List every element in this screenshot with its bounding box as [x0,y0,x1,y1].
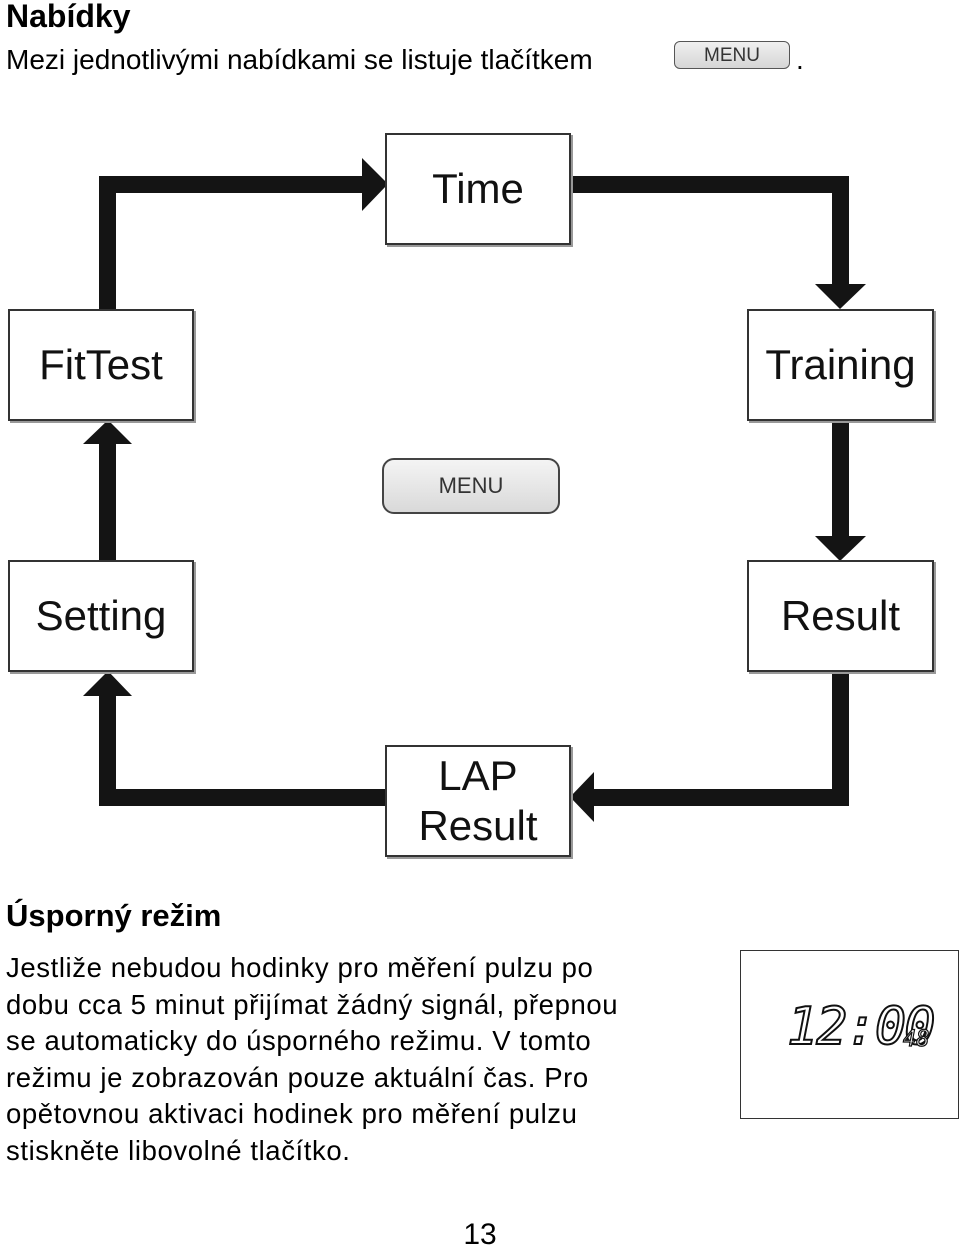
arrow-fittest-time-horizontal [99,176,364,193]
arrow-lap-setting-head [83,671,132,696]
node-training: Training [747,309,934,421]
arrow-fittest-time-head [362,158,388,211]
lcd-seconds: 48 [902,1027,930,1052]
arrow-training-result-vertical [832,420,849,538]
arrow-lap-setting-vertical [99,694,116,806]
menu-button-center: MENU [382,458,560,514]
page-heading: Nabídky [6,0,131,34]
section-title: Úsporný režim [6,898,222,933]
paragraph-line: opětovnou aktivaci hodinek pro měření pu… [6,1098,578,1129]
arrow-result-lap-head [570,772,594,822]
arrow-time-training-vertical [832,176,849,286]
lap-result-line2: Result [418,802,538,849]
lcd-time: 12:00 [786,997,937,1057]
section-paragraph: Jestliže nebudou hodinky pro měření pulz… [6,950,686,1169]
arrow-result-lap-horizontal [592,789,849,806]
node-result: Result [747,560,934,672]
node-fittest: FitTest [8,309,194,421]
paragraph-line: dobu cca 5 minut přijímat žádný signál, … [6,988,619,1020]
arrow-fittest-time-vertical [99,176,116,310]
page-number: 13 [463,1218,497,1251]
arrow-result-lap-vertical [832,671,849,805]
node-setting: Setting [8,560,194,672]
intro-text: Mezi jednotlivými nabídkami se listuje t… [6,44,593,75]
menu-button-inline: MENU [674,41,790,69]
paragraph-line: Jestliže nebudou hodinky pro měření pulz… [6,952,594,983]
arrow-time-training-head [815,284,866,309]
intro-period: . [796,44,804,75]
node-time: Time [385,133,571,245]
arrow-setting-fittest-head [83,420,132,444]
node-lap-result: LAP Result [385,745,571,857]
paragraph-line: režimu je zobrazován pouze aktuální čas.… [6,1061,589,1093]
arrow-training-result-head [815,536,866,561]
lcd-display: 12:00 48 [740,950,959,1119]
arrow-time-training-horizontal [571,176,849,193]
paragraph-line: se automaticky do úsporného režimu. V to… [6,1025,592,1056]
menu-cycle-arrows [83,158,866,822]
lap-result-line1: LAP [438,752,518,800]
paragraph-line: stiskněte libovolné tlačítko. [6,1134,351,1166]
arrow-lap-setting-horizontal [99,789,386,806]
arrow-setting-fittest-vertical [99,440,116,560]
